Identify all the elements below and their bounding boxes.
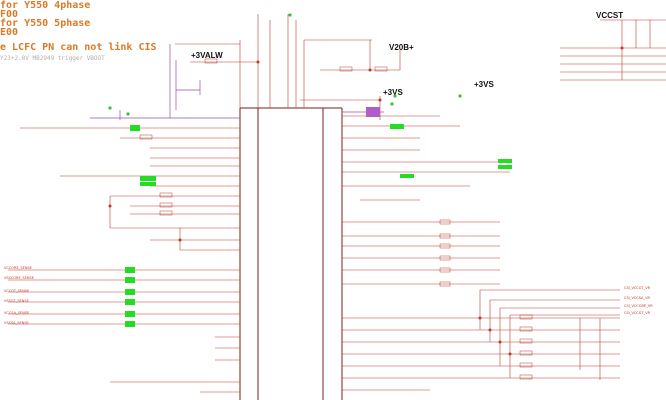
label-csi-vccore: CSI_VCCORE_VR [624, 304, 653, 308]
junction-dots [108, 46, 624, 356]
highlighted-components [125, 124, 512, 327]
label-vccsa-sense: VCCSA_SENSE [4, 311, 30, 315]
purple-wiring [90, 44, 384, 120]
note-lcfc: e LCFC PN can not link CIS [0, 42, 157, 53]
note-4phase: for Y550 4phase [0, 0, 91, 11]
note-trigger: Y23+2.8V MB2949 trigger VBOOT [0, 55, 105, 62]
label-vssgt-sense: VSSGT_SENSE [4, 299, 29, 303]
left-nets [8, 127, 240, 393]
note-f00: F00 [0, 9, 19, 20]
label-csi-vccsa: CSI_VCCSA_VR [624, 296, 650, 300]
note-5phase: for Y550 5phase [0, 18, 91, 29]
right-nets [342, 115, 620, 391]
vccst-network [560, 19, 666, 81]
test-points [108, 13, 462, 116]
rail-3vs-b: +3VS [474, 80, 494, 89]
label-vsssa-sense: VSSSA_SENSE [4, 321, 29, 325]
left-ic [239, 107, 259, 400]
label-vccore-sense: VCCORE_SENSE [4, 266, 32, 270]
label-vsscore-sense: VSSCORE_SENSE [4, 276, 34, 280]
note-e00: E00 [0, 27, 19, 38]
rail-vccst: VCCST [596, 11, 624, 20]
right-ic [258, 107, 343, 400]
top-feeds [175, 14, 401, 120]
rail-3vs-a: +3VS [383, 88, 403, 97]
purple-component [366, 107, 380, 117]
label-csi-vccgt-b: CSI_VCCGT_VR [624, 311, 651, 315]
rail-3valw: +3VALW [191, 51, 223, 60]
rail-v20b: V20B+ [389, 43, 414, 52]
label-vccgt-sense: VCCGT_SENSE [4, 289, 30, 293]
label-csi-vccgt-a: CSI_VCCGT_VR [624, 286, 651, 290]
resistor-symbols [139, 58, 533, 380]
